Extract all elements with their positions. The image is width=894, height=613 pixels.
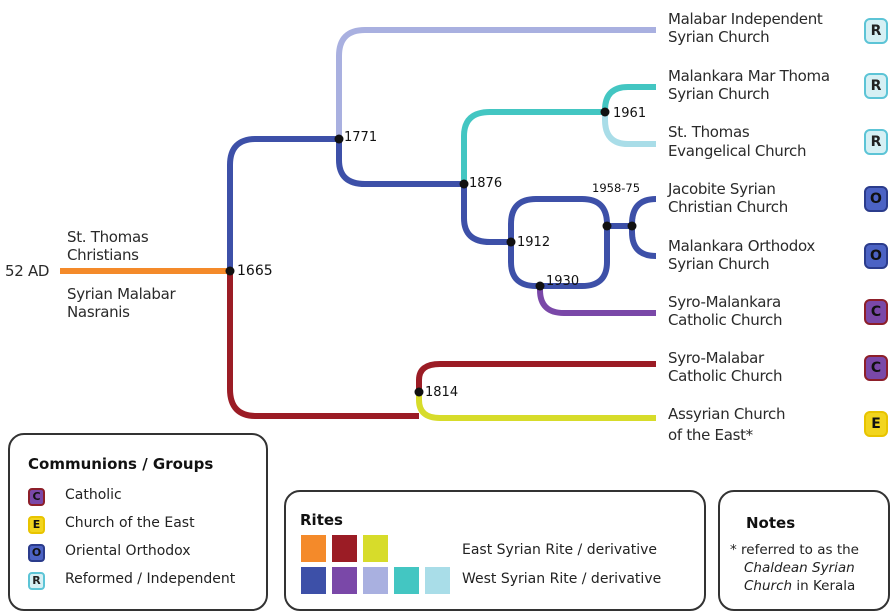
legend-catholic-label: Catholic bbox=[65, 487, 122, 503]
church-label-4a: Jacobite Syrian bbox=[668, 180, 776, 198]
church-label-8b: of the East* bbox=[668, 426, 753, 444]
swatch-red bbox=[332, 535, 357, 562]
branch-syro-malabar bbox=[416, 361, 656, 392]
church-label-8a: Assyrian Church bbox=[668, 405, 786, 423]
year-1876: 1876 bbox=[469, 176, 503, 191]
church-label-2b: Syrian Church bbox=[668, 85, 770, 103]
legend-reformed-badge: R bbox=[28, 572, 45, 590]
swatch-orange bbox=[301, 535, 326, 562]
notes-line-2: Chaldean Syrian bbox=[744, 560, 855, 576]
root-name-top-1: St. Thomas bbox=[67, 228, 149, 246]
node-1876 bbox=[459, 179, 469, 189]
church-label-7b: Catholic Church bbox=[668, 367, 783, 385]
node-1771 bbox=[334, 134, 344, 144]
church-label-7a: Syro-Malabar bbox=[668, 349, 764, 367]
node-1930 bbox=[535, 281, 545, 291]
notes-line-3: Church in Kerala bbox=[744, 578, 855, 595]
swatch-yellow bbox=[363, 535, 388, 562]
branch-st-thomas-evangelical bbox=[602, 112, 656, 147]
badge-church-of-east: E bbox=[864, 411, 888, 437]
node-1814 bbox=[414, 387, 424, 397]
rites-title: Rites bbox=[300, 511, 343, 529]
swatch-blue bbox=[301, 567, 326, 594]
node-1912 bbox=[506, 237, 516, 247]
branch-1665-1771 bbox=[227, 136, 339, 271]
swatch-lightblue bbox=[425, 567, 450, 594]
legend-orthodox-badge: O bbox=[28, 544, 45, 562]
notes-line-3-rest: in Kerala bbox=[792, 578, 856, 594]
church-label-6b: Catholic Church bbox=[668, 311, 783, 329]
badge-orthodox: O bbox=[864, 186, 888, 212]
notes-title: Notes bbox=[746, 514, 796, 532]
notes-line-3-italic: Church bbox=[744, 578, 793, 594]
legend-east-badge: E bbox=[28, 516, 45, 534]
church-label-2a: Malankara Mar Thoma bbox=[668, 67, 830, 85]
notes-panel: Notes * referred to as the Chaldean Syri… bbox=[718, 490, 890, 611]
church-label-3b: Evangelical Church bbox=[668, 142, 807, 160]
church-label-4b: Christian Church bbox=[668, 198, 788, 216]
branch-1876-1912 bbox=[461, 184, 511, 245]
branch-1912-lower bbox=[508, 226, 610, 289]
church-label-5a: Malankara Orthodox bbox=[668, 237, 815, 255]
branch-assyrian bbox=[416, 392, 656, 421]
node-1665 bbox=[225, 266, 235, 276]
root-name-bottom-1: Syrian Malabar bbox=[67, 285, 176, 303]
year-1958-75: 1958-75 bbox=[592, 181, 641, 195]
badge-orthodox: O bbox=[864, 243, 888, 269]
legend-catholic-badge: C bbox=[28, 488, 45, 506]
badge-catholic: C bbox=[864, 299, 888, 325]
legend-east-label: Church of the East bbox=[65, 515, 195, 531]
legend-reformed-label: Reformed / Independent bbox=[65, 571, 236, 587]
branch-1876-1961 bbox=[461, 109, 605, 184]
swatch-teal bbox=[394, 567, 419, 594]
root-year: 52 AD bbox=[5, 262, 50, 280]
branch-malabar-independent bbox=[336, 27, 656, 139]
church-label-3a: St. Thomas bbox=[668, 123, 750, 141]
notes-line-1: * referred to as the bbox=[730, 542, 859, 558]
year-1912: 1912 bbox=[517, 235, 551, 250]
swatch-purple bbox=[332, 567, 357, 594]
legend-panel: Communions / Groups C Catholic E Church … bbox=[8, 433, 268, 611]
root-name-top-2: Christians bbox=[67, 246, 139, 264]
year-1665: 1665 bbox=[237, 263, 273, 279]
rites-east-label: East Syrian Rite / derivative bbox=[462, 542, 658, 558]
church-label-1b: Syrian Church bbox=[668, 28, 770, 46]
node-1958b bbox=[627, 221, 637, 231]
branch-malankara-orthodox bbox=[629, 226, 657, 259]
year-1771: 1771 bbox=[344, 130, 378, 145]
rites-west-label: West Syrian Rite / derivative bbox=[462, 571, 662, 587]
root-name-bottom-2: Nasranis bbox=[67, 303, 130, 321]
node-1958a bbox=[602, 221, 612, 231]
church-label-6a: Syro-Malankara bbox=[668, 293, 781, 311]
badge-reformed: R bbox=[864, 129, 888, 155]
church-label-1a: Malabar Independent bbox=[668, 10, 823, 28]
legend-title: Communions / Groups bbox=[28, 455, 214, 473]
branch-1665-1814 bbox=[227, 271, 419, 419]
church-label-5b: Syrian Church bbox=[668, 255, 770, 273]
badge-reformed: R bbox=[864, 73, 888, 99]
branch-jacobite bbox=[629, 196, 657, 226]
branch-syro-malankara bbox=[537, 286, 656, 316]
branch-1771-1876 bbox=[336, 139, 464, 187]
year-1930: 1930 bbox=[546, 274, 580, 289]
branch-1912-upper bbox=[508, 196, 610, 242]
year-1814: 1814 bbox=[425, 385, 459, 400]
year-1961: 1961 bbox=[613, 106, 647, 121]
legend-orthodox-label: Oriental Orthodox bbox=[65, 543, 191, 559]
badge-reformed: R bbox=[864, 18, 888, 44]
node-1961 bbox=[600, 107, 610, 117]
badge-catholic: C bbox=[864, 355, 888, 381]
swatch-lavender bbox=[363, 567, 388, 594]
rites-panel: Rites East Syrian Rite / derivative West… bbox=[284, 490, 706, 611]
